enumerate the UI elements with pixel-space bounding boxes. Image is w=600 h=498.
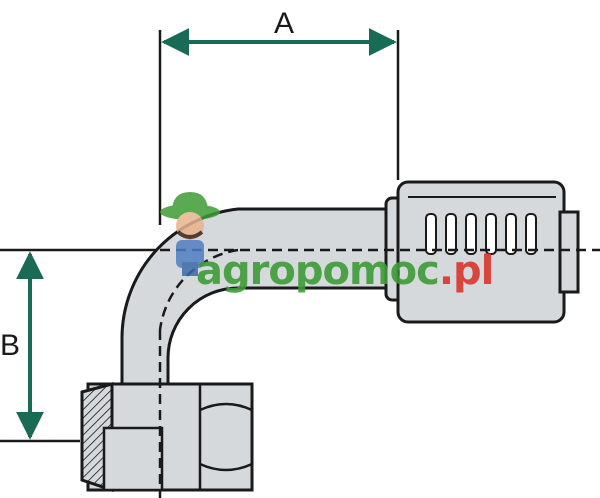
centerlines bbox=[158, 248, 600, 498]
watermark-brand: agropomoc.pl bbox=[196, 248, 493, 294]
extension-lines bbox=[0, 30, 400, 443]
watermark-brand-main: agropomoc bbox=[196, 248, 439, 294]
swivel-nut bbox=[80, 382, 254, 493]
watermark-brand-tld: .pl bbox=[439, 248, 494, 294]
farmer-mascot-icon bbox=[160, 192, 220, 276]
crimp-sleeve bbox=[384, 180, 580, 324]
dimension-b-label: B bbox=[0, 329, 20, 362]
dimension-a-label: A bbox=[274, 7, 294, 40]
elbow-tube bbox=[120, 207, 394, 392]
